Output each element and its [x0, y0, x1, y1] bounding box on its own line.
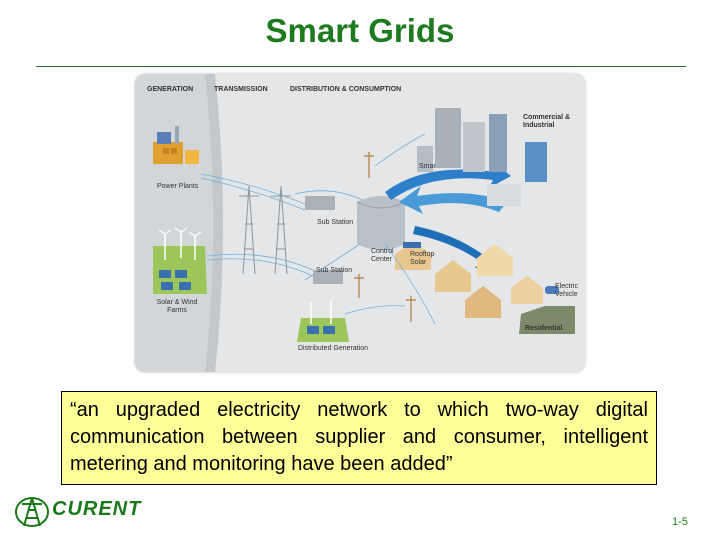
- power-plant-icon: [153, 126, 199, 164]
- label-rooftop-solar: Rooftop Solar: [410, 251, 435, 266]
- label-power-plants: Power Plants: [157, 183, 199, 190]
- communication-arrow-residential: [413, 226, 497, 270]
- data-stream-lines: [344, 133, 436, 325]
- curent-logo-text: CURENT: [52, 498, 142, 520]
- label-electric-vehicle: Electric Vehicle: [555, 283, 578, 298]
- page-number: 1-5: [672, 516, 688, 528]
- curent-logo: CURENT: [14, 494, 146, 530]
- transmission-tower-icons: [239, 185, 291, 275]
- label-control-center: Control Center: [371, 248, 394, 263]
- header-generation: GENERATION: [147, 86, 194, 93]
- label-residential: Residential: [525, 325, 563, 332]
- header-distribution: DISTRIBUTION & CONSUMPTION: [290, 86, 402, 93]
- distributed-generation-icon: [297, 300, 349, 342]
- control-center-icon: [356, 196, 406, 250]
- diagram-artwork: [135, 74, 575, 372]
- label-sub-station-bottom: Sub Station: [316, 267, 353, 274]
- header-transmission: TRANSMISSION: [214, 86, 268, 93]
- residential-houses-icon: [395, 242, 575, 334]
- slide-title: Smart Grids: [265, 12, 455, 49]
- distribution-pole-icons: [354, 152, 416, 322]
- commercial-buildings-icon: [417, 108, 547, 206]
- title-divider: [36, 66, 686, 67]
- smart-grid-diagram: GENERATION TRANSMISSION DISTRIBUTION & C…: [135, 74, 585, 372]
- label-smart: Smar: [419, 163, 436, 170]
- label-commercial-industrial: Commercial & Industrial: [523, 114, 571, 129]
- sub-station-bottom-icon: [313, 270, 343, 284]
- generation-panel: [135, 74, 213, 372]
- definition-quote: “an upgraded electricity network to whic…: [61, 391, 657, 485]
- transmission-edge: [205, 74, 223, 372]
- label-distributed-generation: Distributed Generation: [298, 345, 369, 352]
- sub-station-top-icon: [305, 196, 335, 210]
- label-sub-station-top: Sub Station: [317, 219, 354, 226]
- solar-wind-farm-icon: [153, 227, 207, 294]
- transmission-lines: [200, 173, 376, 281]
- label-solar-wind-farms: Solar & Wind Farms: [156, 299, 198, 314]
- communication-arrow-return: [399, 186, 507, 214]
- curent-tower-icon: [15, 497, 49, 527]
- communication-arrow-outbound: [385, 160, 511, 200]
